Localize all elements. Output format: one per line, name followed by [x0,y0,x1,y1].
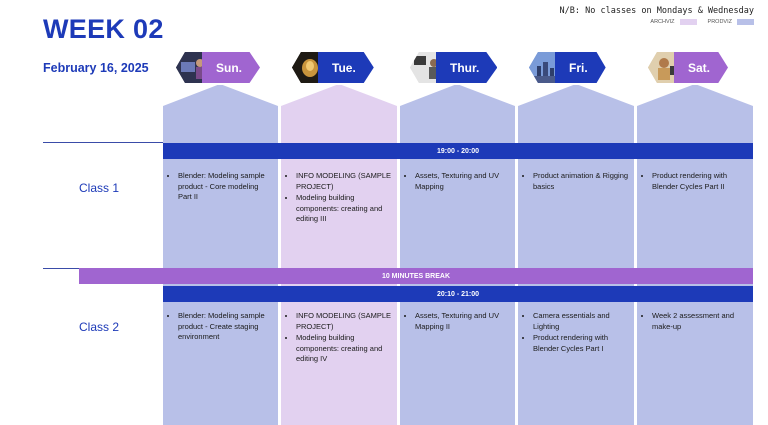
class-label-1: Class 1 [79,181,120,195]
list-item: Assets, Texturing and UV Mapping [415,171,511,192]
column-tops [163,84,753,106]
divider-class-2 [43,268,79,269]
cell-class1-sat: Product rendering with Blender Cycles Pa… [642,171,749,193]
cell-class1-sun: Blender: Modeling sample product - Core … [168,171,274,204]
cell-class2-sun: Blender: Modeling sample product - Creat… [168,311,274,344]
time-bar-class-2: 20:10 - 21:00 [163,286,753,302]
cell-class2-tue: INFO MODELING (SAMPLE PROJECT) Modeling … [286,311,393,366]
day-tab-sat: Sat. [648,52,729,83]
break-bar: 10 MINUTES BREAK [79,268,753,284]
divider-class-1 [43,142,163,143]
list-item: Week 2 assessment and make-up [652,311,749,332]
legend-label-archviz: ARCHVIZ [650,19,675,25]
list-item: Assets, Texturing and UV Mapping II [415,311,511,332]
cell-class2-sat: Week 2 assessment and make-up [642,311,749,333]
cell-class1-thur: Assets, Texturing and UV Mapping [405,171,511,193]
list-item: Product rendering with Blender Cycles Pa… [652,171,749,192]
cell-class2-fri: Camera essentials and Lighting Product r… [523,311,630,355]
class-label-2: Class 2 [79,320,120,334]
legend-label-prodviz: PRODVIZ [707,19,732,25]
day-label-thur: Thur. [436,52,498,83]
day-tab-sun: Sun. [176,52,260,83]
list-item: Product animation & Rigging basics [533,171,630,192]
list-item: INFO MODELING (SAMPLE PROJECT) [296,311,393,332]
list-item: Camera essentials and Lighting [533,311,630,332]
list-item: Modeling building components: creating a… [296,193,393,225]
column-fri [518,85,634,425]
page-title: WEEK 02 [43,14,164,44]
legend-swatch-prodviz [737,19,754,25]
day-label-fri: Fri. [555,52,606,83]
list-item: Blender: Modeling sample product - Core … [178,171,274,203]
legend: ARCHVIZ PRODVIZ [650,19,754,25]
day-label-sun: Sun. [202,52,260,83]
column-sun [163,85,278,425]
cell-class2-thur: Assets, Texturing and UV Mapping II [405,311,511,333]
day-tab-tue: Tue. [292,52,374,83]
cell-class1-fri: Product animation & Rigging basics [523,171,630,193]
day-tab-fri: Fri. [529,52,606,83]
day-tab-thur: Thur. [410,52,498,83]
list-item: Modeling building components: creating a… [296,333,393,365]
time-bar-class-1: 19:00 - 20:00 [163,143,753,159]
list-item: Product rendering with Blender Cycles Pa… [533,333,630,354]
column-thur [400,85,515,425]
column-sat [637,85,753,425]
week-date: February 16, 2025 [43,61,149,75]
list-item: Blender: Modeling sample product - Creat… [178,311,274,343]
day-label-tue: Tue. [318,52,374,83]
list-item: INFO MODELING (SAMPLE PROJECT) [296,171,393,192]
legend-swatch-archviz [679,19,697,25]
cell-class1-tue: INFO MODELING (SAMPLE PROJECT) Modeling … [286,171,393,226]
schedule-note: N/B: No classes on Mondays & Wednesday [559,6,754,16]
day-label-sat: Sat. [674,52,729,83]
column-tue [281,85,397,425]
